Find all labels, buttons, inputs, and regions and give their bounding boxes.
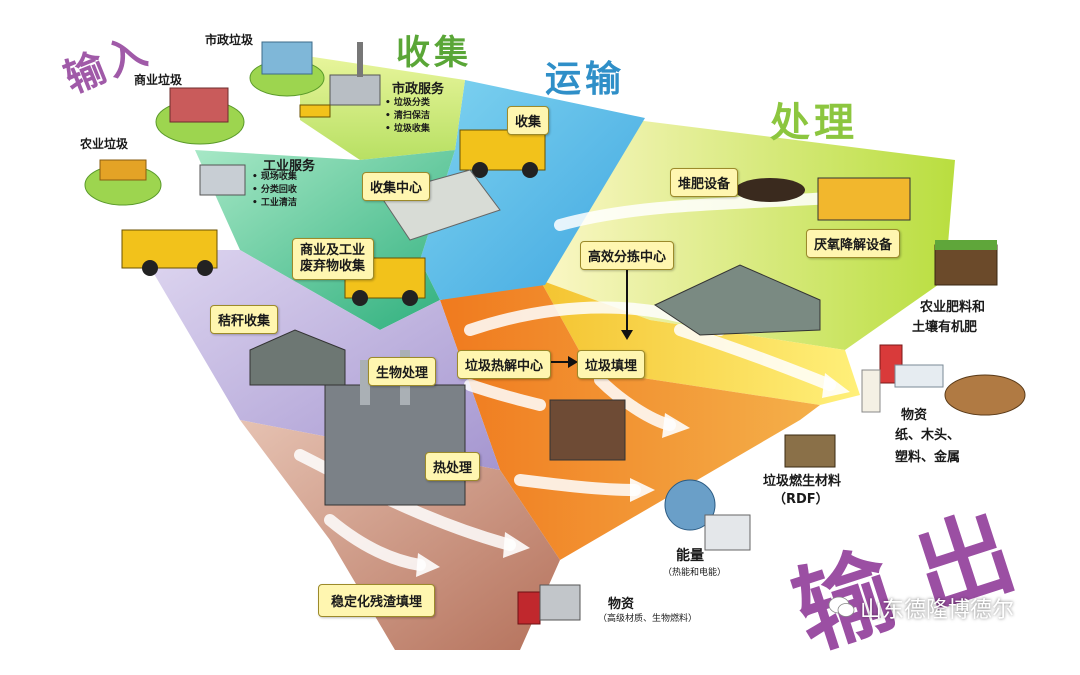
flow-arrow [594,374,676,431]
arrowhead [503,532,530,558]
thermal-treatment-box: 热处理 [425,452,481,481]
heading-transport: 运输 [545,59,626,100]
straw-collection-box: 秸秆收集 [210,305,279,334]
brown-band [240,420,560,650]
sorting-center-box: 高效分拣中心 [580,241,675,270]
arrowhead [416,553,440,577]
flow-arrow [324,514,426,571]
landfill-box: 垃圾填埋 [577,350,646,379]
arrowhead [630,478,655,502]
diagram-background [84,41,1026,650]
energy-subtitle: （热能和电能） [663,568,727,578]
rdf-title: 垃圾燃生材料 [763,474,842,489]
municipal-services-list: 垃圾分类 清扫保洁 垃圾收集 [385,97,430,136]
arrowhead [662,413,690,438]
residue-landfill-box: 稳定化残渣填埋 [318,584,436,617]
arrowhead [822,373,850,398]
materials-line2: 塑料、金属 [895,450,961,465]
logs-icon [944,374,1026,416]
rdf-subtitle: （RDF） [773,492,829,507]
commercial-industrial-box: 商业及工业废弃物收集 [292,238,374,280]
heading-treat: 处理 [770,100,858,146]
rdf-block-icon [784,434,836,468]
commercial-waste-label: 商业垃圾 [134,73,183,87]
sorting-plant-icon [653,264,821,336]
landfill-facility-icon [549,399,626,461]
bio-treatment-plant-icon [324,384,466,506]
fertilizer-label-line2: 土壤有机肥 [912,320,978,335]
industrial-services-list: 现场收集 分类回收 工业清洁 [252,171,297,210]
list-item: 分类回收 [252,184,297,197]
wechat-icon [828,596,855,617]
list-item: 垃圾分类 [385,97,430,110]
wheelbarrow-icon [299,104,331,118]
fertilizer-label-line1: 农业肥料和 [920,300,986,315]
municipal-services-title: 市政服务 [392,82,445,97]
industrial-factory-icon [199,164,246,196]
list-item: 工业清洁 [252,197,297,210]
anaerobic-digester-icon [817,177,911,221]
municipal-buildings-icon [261,41,313,75]
pyrolysis-box: 垃圾热解中心 [457,350,552,379]
factory-icon [329,74,381,106]
collection-box: 收集 [507,106,550,135]
list-item: 现场收集 [252,171,297,184]
anaerobic-box: 厌氧降解设备 [806,229,901,258]
compost-box: 堆肥设备 [670,168,739,197]
crops-icon [99,159,147,181]
materials-title: 物资 [901,408,928,423]
waste-flow-diagram: 输入 收集 运输 处理 输出 市政垃圾 商业垃圾 农业垃圾 市政服务 垃圾分类 … [0,0,1080,654]
flow-arrow [674,324,836,391]
fuel-canister-icon [517,591,541,625]
compost-pile-icon [735,178,805,202]
materials2-title: 物资 [608,597,635,612]
straw-warehouse-icon [249,329,346,386]
barrels-icon [539,584,581,621]
flow-arrow [514,474,641,496]
watermark: 山东德隆博德尔 [860,598,1015,623]
list-item: 清扫保洁 [385,110,430,123]
flow-arrow [464,379,546,411]
commercial-buildings-icon [169,87,229,123]
materials2-subtitle: （高级材质、生物燃料） [598,614,698,624]
heading-collect: 收集 [396,33,472,73]
soil-block-icon [934,244,998,286]
list-item: 垃圾收集 [385,123,430,136]
agricultural-waste-label: 农业垃圾 [80,137,129,151]
energy-title: 能量 [676,548,704,564]
materials-line1: 纸、木头、 [895,428,961,443]
energy-tower-icon [664,479,716,531]
plastic-box-icon [894,364,944,388]
radiator-icon [704,514,751,551]
treat-band [540,118,955,350]
bio-treatment-box: 生物处理 [368,357,437,386]
municipal-waste-label: 市政垃圾 [205,33,254,47]
bottle-icon [861,369,881,413]
factory-chimney-icon [357,42,363,77]
collection-center-box: 收集中心 [362,172,431,201]
